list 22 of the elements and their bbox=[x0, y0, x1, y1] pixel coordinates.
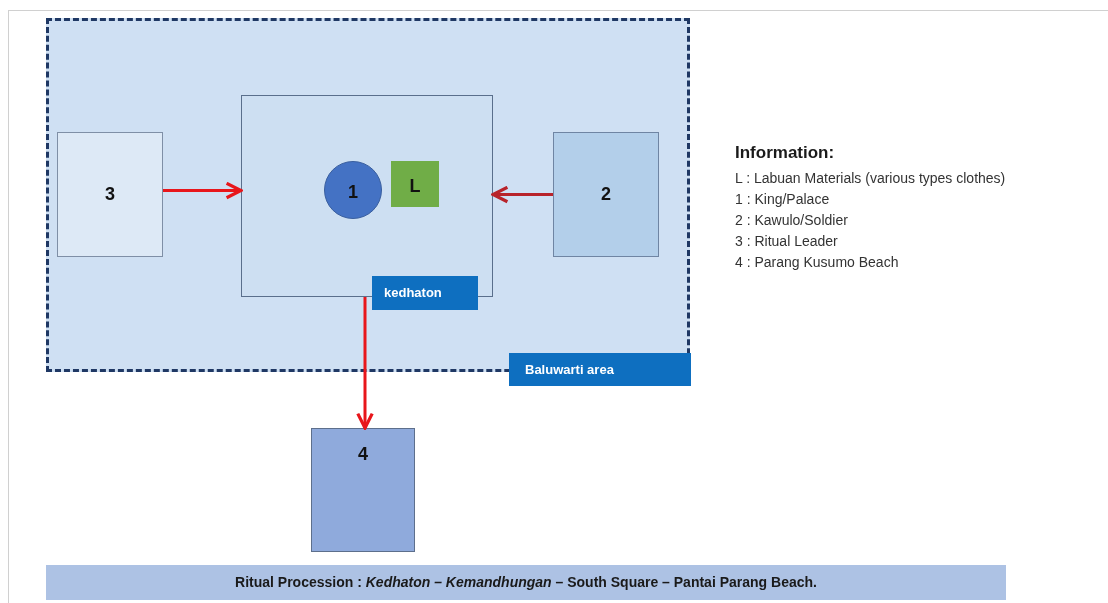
arrow bbox=[356, 297, 374, 430]
legend-heading: Information: bbox=[735, 142, 836, 164]
process-box bbox=[311, 428, 415, 552]
legend-entry: L : Labuan Materials (various types clothes) bbox=[735, 168, 1007, 188]
node-label: 2 bbox=[601, 183, 611, 206]
arrow bbox=[163, 181, 243, 200]
legend-entry: 2 : Kawulo/Soldier bbox=[735, 210, 849, 230]
arrow bbox=[491, 185, 553, 204]
area-tag: Baluwarti area bbox=[509, 353, 691, 386]
legend-entry: 4 : Parang Kusumo Beach bbox=[735, 252, 900, 272]
square-node bbox=[391, 161, 439, 207]
node-label: 4 bbox=[358, 443, 368, 466]
caption-text: Ritual Procession : Kedhaton – Kemandhungan – South Square – Pantai Parang Beach. bbox=[235, 573, 817, 592]
node-label: 1 bbox=[348, 180, 358, 204]
node-label: L bbox=[409, 174, 421, 198]
process-box bbox=[553, 132, 659, 257]
legend-entry: 1 : King/Palace bbox=[735, 189, 831, 209]
legend-entry: 3 : Ritual Leader bbox=[735, 231, 839, 251]
area-tag: kedhaton bbox=[372, 276, 478, 310]
process-box bbox=[57, 132, 163, 257]
node-label: 3 bbox=[105, 183, 115, 206]
caption-band bbox=[46, 565, 1006, 600]
